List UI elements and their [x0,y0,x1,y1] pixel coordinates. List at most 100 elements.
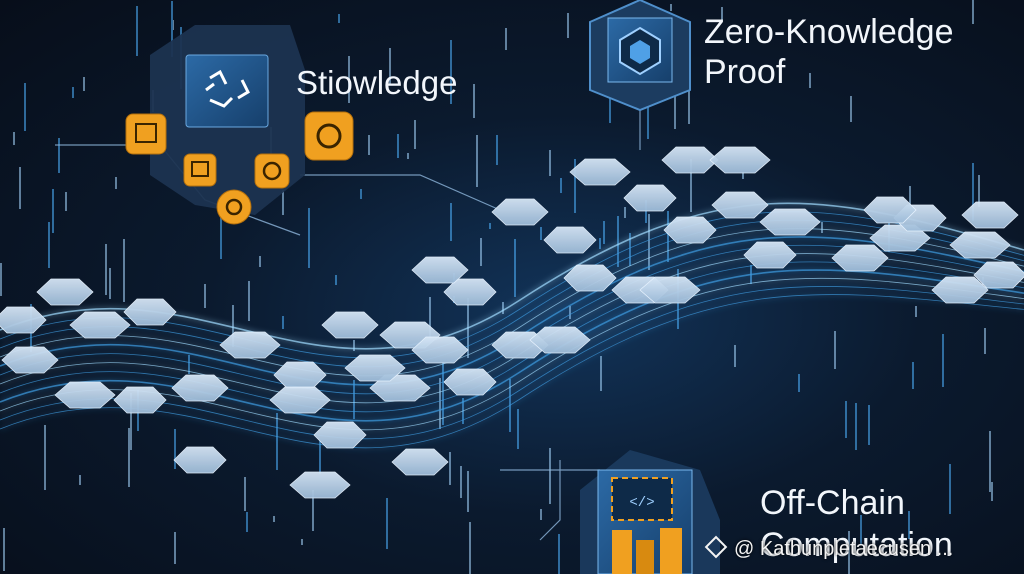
data-rain-bit [407,153,409,159]
data-rain-bit [505,28,507,50]
data-rain-bit [609,77,611,123]
data-rain-bit [742,172,744,179]
zkp-label-line1: Zero-Knowledge [704,13,954,51]
data-rain-bit [301,539,303,545]
data-rain-bit [558,534,560,574]
data-rain-bit [259,256,261,267]
hexagon-cube-icon [619,26,661,76]
hexagon-tile [663,216,717,244]
data-rain-bit [667,211,669,262]
data-rain-bit [629,233,631,266]
data-rain-bit [397,134,399,158]
watermark: @ Kathunpletaecusen ... [704,535,953,561]
data-rain-bit [476,135,478,187]
wave-line [0,211,1024,359]
data-rain-bit [319,441,321,474]
data-rain-bit [909,186,911,206]
blockchain-hexagon-grid [0,146,1024,499]
data-rain-bit [353,340,355,351]
data-rain-bit [386,498,388,549]
data-rain-bit [972,163,974,221]
hexagon-tile [321,311,379,339]
data-rain-bit [599,238,601,249]
data-rain-bit [368,135,370,155]
hexagon-tile [391,448,449,476]
data-rain-bit [600,356,602,391]
data-rain-bit [603,221,605,244]
data-rain-bit [48,222,50,268]
data-rain-bit [688,85,690,124]
data-rain-bit [549,448,551,504]
data-rain-bit [489,223,491,229]
wave-line [0,277,1024,431]
hexagon-tile [173,446,227,474]
data-rain-bit [24,83,26,131]
data-rain-bit [220,212,222,259]
data-rain-bit [834,331,836,369]
data-rain-bit [389,48,391,85]
data-rain-bit [442,362,444,425]
data-rain-bit [480,238,482,266]
hexagon-tile [831,244,889,272]
data-rain-bit [915,306,917,317]
data-rain-bit [72,87,74,98]
data-rain-bit [540,227,542,240]
data-rain-bit [647,79,649,139]
data-rain-bit [949,464,951,514]
data-rain-bit [469,522,471,574]
wave-line [0,253,1024,404]
data-rain-bit [109,268,111,299]
data-rain-bit [174,532,176,564]
data-rain-bit [429,297,431,343]
data-rain-bit [58,138,60,173]
data-rain-bit [721,7,723,20]
hexagon-tile [219,331,281,359]
data-rain-bit [798,374,800,392]
data-rain-bit [502,302,504,314]
data-rain-bit [809,73,811,88]
hexagon-tile [289,471,351,499]
hexagon-tile [529,326,591,354]
data-rain-bit [65,192,67,211]
data-rain-bit [942,334,944,387]
data-rain-bit [128,428,130,487]
data-rain-bit [360,189,362,199]
data-rain-bit [414,120,416,149]
data-rain-bit [674,83,676,129]
hexagon-tile [563,264,617,292]
data-rain-bit [850,96,852,122]
orange-badge-icons [125,111,354,225]
data-rain-bit [308,208,310,268]
data-rain-bit [335,275,337,285]
data-rain-bit [908,511,910,539]
data-rain-bit [549,150,551,176]
offchain-label-line1: Off-Chain [760,484,905,522]
hexagon-tile [313,421,367,449]
data-rain-bit [282,316,284,329]
zkp-label-line2: Proof [704,53,786,91]
data-rain-bit [645,200,647,223]
offchain-node: </> [580,450,720,574]
data-rain-bit [282,190,284,215]
data-rain-bit [734,345,736,367]
hexagon-tile [113,386,167,414]
data-rain-bit [204,284,206,308]
data-rain-bit [517,409,519,449]
data-rain-bit [648,214,650,270]
data-rain-bit [821,222,823,233]
data-rain-bit [244,477,246,511]
data-rain-bit [569,306,571,319]
data-rain-bit [246,512,248,532]
offchain-label: Off-Chain Computation [760,482,1020,566]
data-rain-bit [624,207,626,218]
data-rain-bit [670,4,672,11]
data-rain-bit [19,167,21,209]
recycle-icon [205,69,250,108]
hexagon-tile [69,311,131,339]
hexagon-tile [863,196,917,224]
data-rain-bit [868,405,870,445]
compute-cube-icon: </> [611,477,682,574]
data-rain-bit [567,13,569,38]
